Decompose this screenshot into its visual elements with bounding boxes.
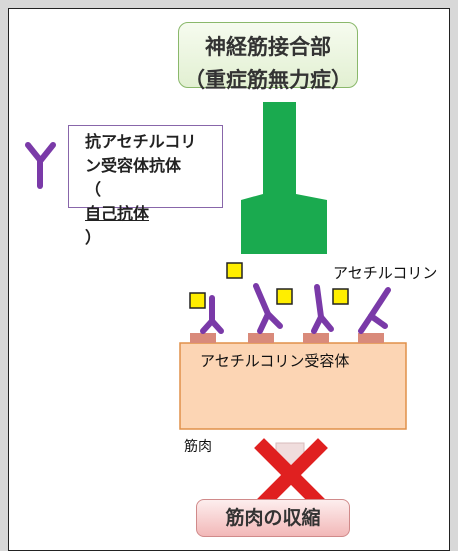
antibody-label-open: （: [85, 180, 102, 199]
muscle-block: [179, 342, 407, 430]
title-line1: 神経筋接合部: [205, 35, 331, 59]
acetylcholine-molecule: [189, 292, 206, 309]
blocked-cross-icon: [254, 438, 328, 512]
antibody-label-line1: 抗アセチルコリ: [85, 132, 197, 151]
acetylcholine-label: アセチルコリン: [333, 264, 438, 282]
bound-antibody: [358, 287, 391, 334]
muscle-contraction-box: 筋肉の収縮: [196, 499, 350, 537]
receptor-pad: [190, 333, 216, 343]
acetylcholine-molecule: [332, 288, 349, 305]
antibody-label-line3: （ 自己抗体 ）: [85, 178, 222, 250]
bound-antibody: [200, 295, 224, 334]
antibody-label-line2: ン受容体抗体: [85, 156, 182, 175]
acetylcholine-molecule: [276, 288, 293, 305]
receptor-pad: [303, 333, 329, 343]
antibody-legend-icon: [25, 142, 56, 189]
diagram-frame: [8, 8, 450, 551]
acetylcholine-molecule: [226, 262, 243, 279]
bound-antibody: [253, 283, 283, 334]
muscle-contraction-label: 筋肉の収縮: [225, 507, 321, 529]
receptor-pad: [358, 333, 384, 343]
antibody-label-autoantibody: 自己抗体: [85, 204, 150, 223]
title-box: 神経筋接合部 （重症筋無力症）: [178, 22, 358, 92]
antibody-label-box: 抗アセチルコリ ン受容体抗体 （ 自己抗体 ）: [68, 125, 223, 247]
muscle-label: 筋肉: [184, 439, 212, 455]
bound-antibody: [311, 284, 334, 334]
antibody-label-close: ）: [85, 228, 102, 247]
title-line2: （重症筋無力症）: [184, 68, 352, 92]
receptor-pad: [248, 333, 274, 343]
receptor-label: アセチルコリン受容体: [200, 352, 350, 370]
nerve-terminal: [241, 102, 327, 254]
